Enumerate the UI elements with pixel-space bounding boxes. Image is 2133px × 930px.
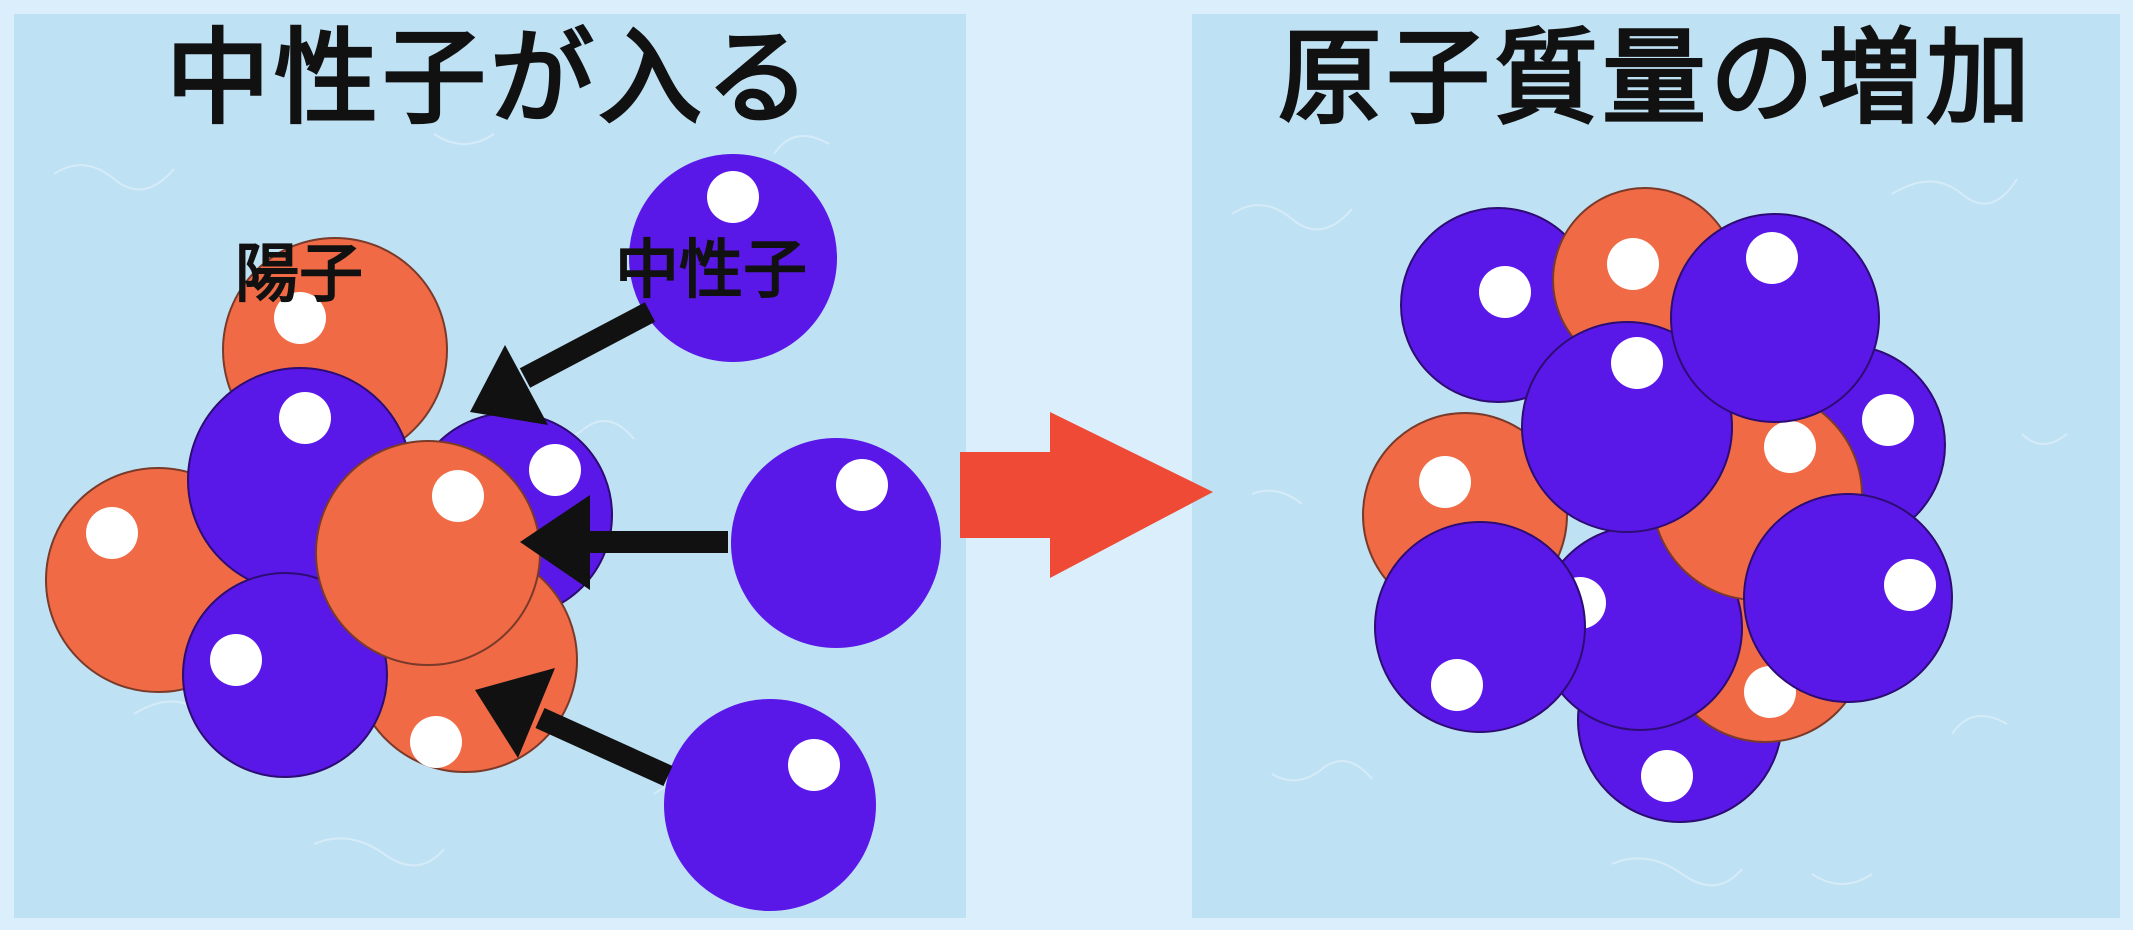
- neutron-sphere-icon: [1670, 213, 1880, 423]
- neutron-sphere-icon: [731, 438, 941, 648]
- neutron-sphere-icon: [182, 572, 388, 778]
- black-arrow-icon: [520, 495, 728, 590]
- neutron-sphere-icon: [664, 699, 876, 911]
- paper-texture-right: [1231, 178, 2068, 887]
- neutron-label: 中性子: [615, 234, 807, 308]
- red-arrow-icon: [960, 412, 1213, 578]
- right-nucleus: [1362, 187, 1953, 823]
- neutron-sphere-icon: [1374, 521, 1586, 733]
- neutron-sphere-icon: [629, 154, 837, 362]
- proton-sphere-icon: [315, 440, 541, 666]
- proton-label: 陽子: [235, 238, 363, 312]
- black-arrow-icon: [475, 668, 673, 787]
- neutron-sphere-icon: [1521, 321, 1733, 533]
- right-panel-title: 原子質量の増加: [1277, 17, 2034, 139]
- neutron-sphere-icon: [1400, 207, 1596, 403]
- left-panel-title: 中性子が入る: [165, 17, 814, 139]
- left-nucleus: [45, 237, 613, 778]
- neutron-sphere-icon: [1743, 493, 1953, 703]
- black-arrow-icon: [470, 302, 656, 425]
